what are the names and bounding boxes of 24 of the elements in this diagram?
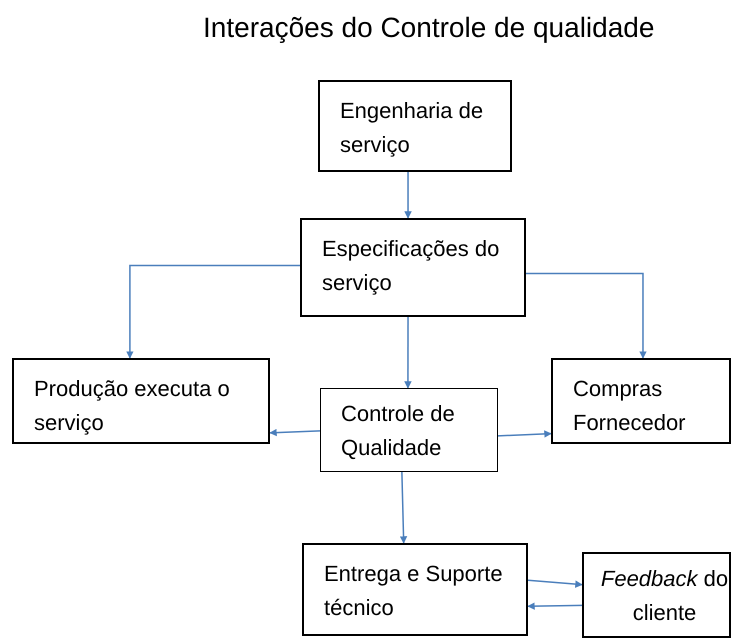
arrow <box>527 602 582 610</box>
arrow <box>526 272 647 359</box>
box-label: Controle de Qualidade <box>341 400 456 462</box>
box-label: Engenharia de serviço <box>340 97 484 159</box>
arrow <box>404 317 412 389</box>
diagram-title: Interações do Controle de qualidade <box>203 11 654 45</box>
box-label: Feedback do cliente <box>600 565 729 627</box>
process-box <box>582 552 731 638</box>
box-label: Entrega e Suporte técnico <box>324 560 504 622</box>
arrow <box>404 172 412 219</box>
box-label: Especificações do serviço <box>322 235 500 297</box>
process-box <box>12 358 270 444</box>
arrow <box>528 579 583 588</box>
process-box <box>320 388 498 472</box>
arrow <box>498 430 552 438</box>
process-box <box>551 358 731 444</box>
arrow <box>269 428 320 436</box>
process-box <box>302 543 528 636</box>
process-box <box>318 80 512 172</box>
box-label: Compras Fornecedor <box>573 375 687 437</box>
box-label: Produção executa o serviço <box>34 375 231 437</box>
process-box <box>300 218 526 317</box>
arrow <box>400 472 408 544</box>
arrow <box>126 264 300 359</box>
